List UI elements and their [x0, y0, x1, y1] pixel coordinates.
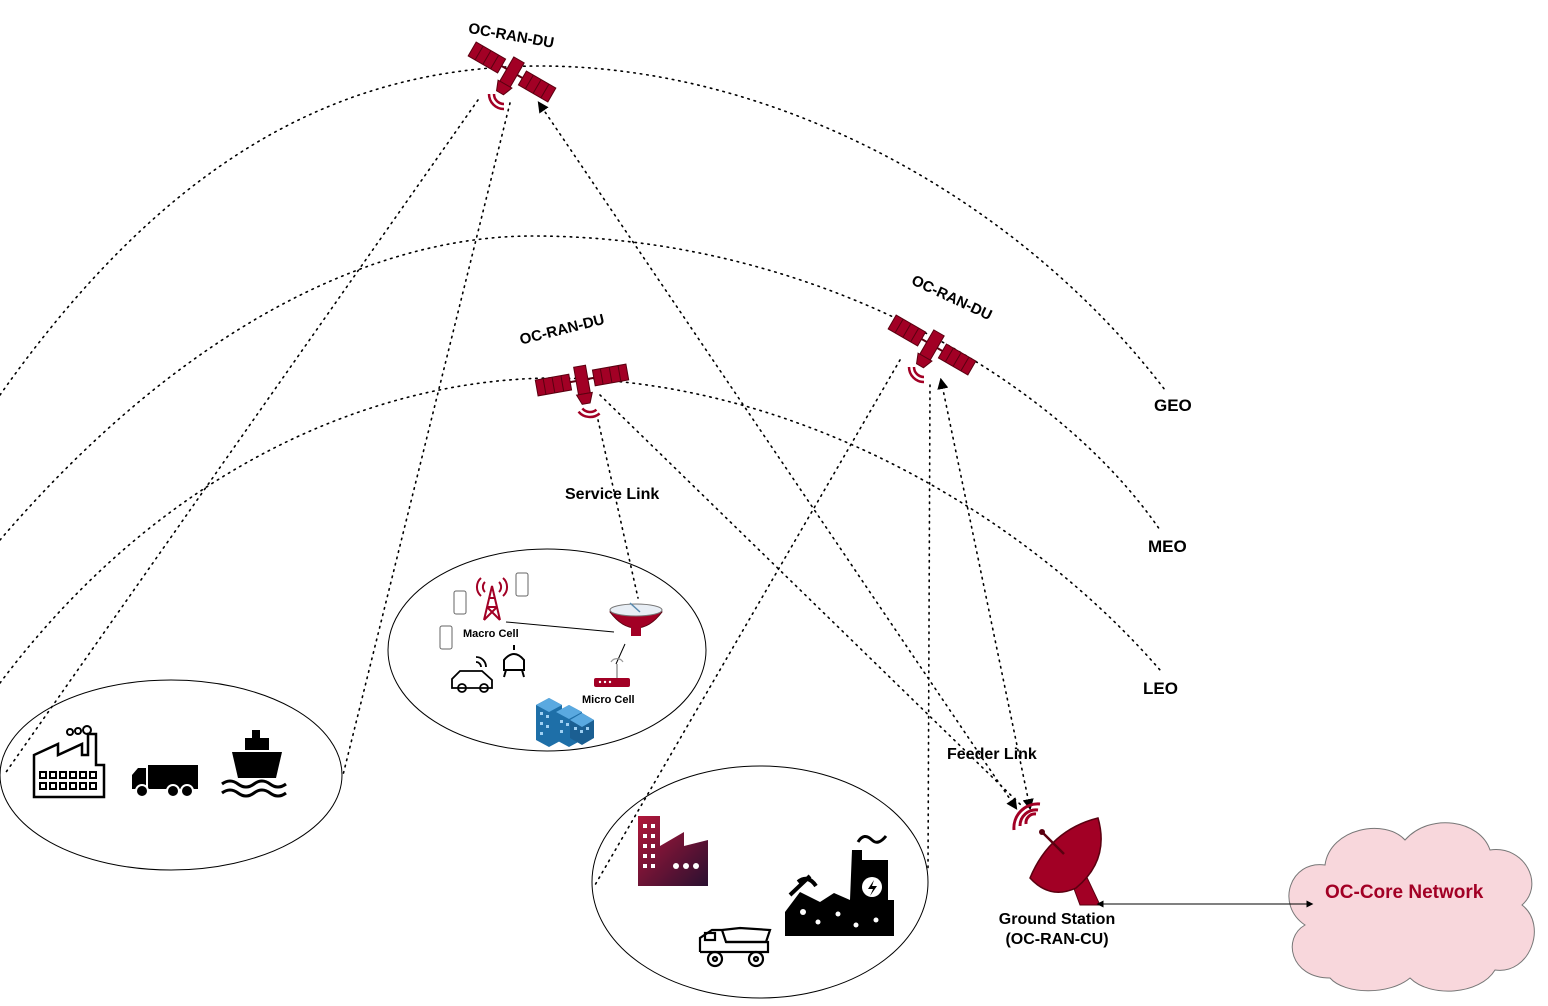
macro-cell-label: Macro Cell — [463, 628, 519, 640]
router-icon — [594, 658, 630, 687]
geo-orbit — [0, 65, 1166, 396]
phone-icon — [439, 572, 529, 650]
feeder-link-label: Feeder Link — [947, 746, 1037, 763]
core-network-label: OC-Core Network — [1325, 882, 1484, 903]
robot-icon — [503, 645, 525, 678]
satellite-icon-meo — [878, 308, 981, 391]
ground-station-line2: (OC-RAN-CU) — [1005, 931, 1109, 948]
ship-icon — [221, 730, 287, 798]
cell-tower-icon — [475, 577, 509, 621]
mine-icon — [785, 835, 894, 936]
feeder-links — [537, 101, 1034, 811]
dish-antenna-icon-small — [609, 602, 663, 636]
coverage-area-bottom — [591, 765, 929, 999]
truck-icon — [132, 765, 198, 798]
dump-truck-icon — [698, 926, 772, 968]
coverage-area-center — [387, 548, 707, 752]
cloud-icon — [1288, 822, 1535, 992]
geo-orbit-label: GEO — [1154, 396, 1192, 415]
leo-orbit — [0, 377, 1161, 684]
leo-orbit-label: LEO — [1143, 679, 1178, 698]
service-link-label: Service Link — [565, 486, 660, 503]
factory-icon — [32, 725, 106, 799]
micro-cell-label: Micro Cell — [582, 694, 635, 706]
buildings-icon — [536, 698, 594, 747]
coverage-area-left — [0, 679, 343, 871]
meo-orbit-label: MEO — [1148, 537, 1187, 556]
ground-station-label: Ground Station (OC-RAN-CU) — [990, 910, 1124, 950]
ground-station-line1: Ground Station — [998, 911, 1116, 928]
industrial-factory-icon — [638, 816, 708, 886]
dish-antenna-icon — [1012, 802, 1102, 906]
car-icon — [451, 656, 493, 693]
